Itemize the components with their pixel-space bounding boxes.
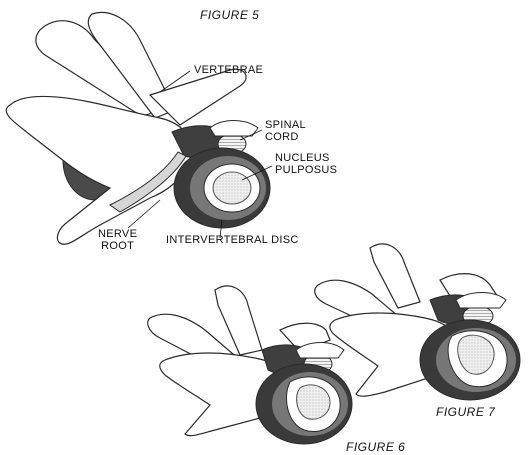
fig5-lamina: [210, 121, 258, 137]
figure-6-caption: FIGURE 6: [346, 440, 405, 454]
figure7-drawing: [315, 244, 520, 400]
figure-7-caption: FIGURE 7: [436, 405, 495, 419]
label-nucleus-pulposus: NUCLEUS PULPOSUS: [275, 152, 337, 176]
fig5-nucleus: [213, 172, 251, 204]
figure5-drawing: [6, 12, 272, 244]
figure-5-caption: FIGURE 5: [200, 8, 259, 22]
figure6-drawing: [148, 286, 352, 444]
label-nerve-root: NERVE ROOT: [98, 228, 137, 252]
fig6-nucleus: [297, 385, 330, 419]
fig5-right-process: [150, 69, 246, 125]
label-spinal-cord: SPINAL CORD: [265, 119, 306, 143]
label-vertebrae: VERTEBRAE: [194, 64, 263, 76]
label-intervertebral-disc: INTERVERTEBRAL DISC: [166, 234, 299, 246]
